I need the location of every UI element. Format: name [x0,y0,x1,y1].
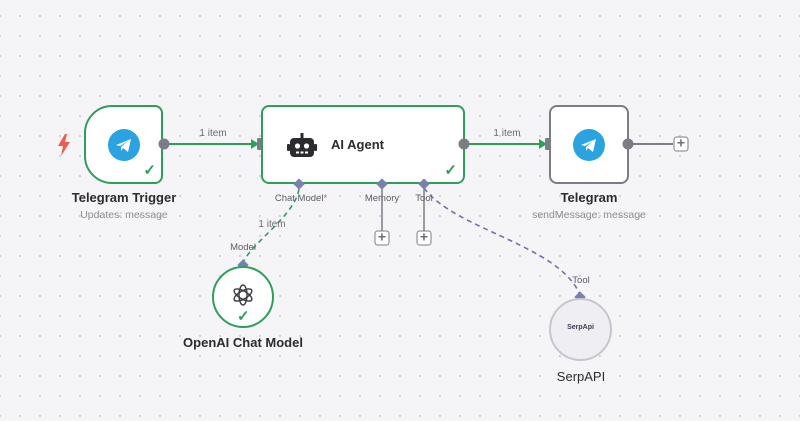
node-serpapi[interactable]: SerpApi [549,298,612,361]
edge-agent-arrow [539,139,547,149]
add-tool-button[interactable]: + [416,230,432,246]
chat-model-input-label: Chat Model* [274,193,328,204]
success-check-icon: ✓ [237,308,250,325]
edge-label-item-count: 1 item [199,128,227,139]
edge-label-item-count: 1 item [258,219,286,230]
output-handle[interactable] [158,138,170,150]
node-title: OpenAI Chat Model [183,335,303,350]
input-handle[interactable] [545,138,551,150]
tool-input-label: Tool [415,193,433,204]
node-title: Telegram Trigger [71,190,177,205]
add-node-button[interactable]: + [673,136,689,152]
node-subtitle: Updates: message [80,209,168,221]
node-subtitle: sendMessage: message [532,209,646,221]
node-telegram-trigger[interactable]: ✓ [84,105,163,184]
edge-trigger-arrow [251,139,259,149]
success-check-icon: ✓ [143,162,156,179]
node-telegram[interactable] [549,105,629,184]
serpapi-output-label: Tool [572,275,590,286]
memory-input-label: Memory [364,193,400,204]
edge-label-item-count: 1 item [493,128,521,139]
success-check-icon: ✓ [444,162,457,179]
edge-model-to-agent [242,188,300,263]
output-handle[interactable] [622,138,634,150]
required-marker: * [323,193,328,204]
add-memory-button[interactable]: + [374,230,390,246]
node-ai-agent[interactable]: AI Agent ✓ [261,105,465,184]
trigger-bolt-icon [58,134,70,156]
robot-icon [287,133,317,157]
node-title: AI Agent [331,137,384,152]
node-openai-chat-model[interactable]: ✓ [212,266,274,328]
telegram-icon [108,129,140,161]
telegram-icon [573,129,605,161]
output-handle[interactable] [458,138,470,150]
node-title: SerpAPI [556,369,606,384]
model-output-label: Model [230,242,256,253]
edge-serpapi-to-agent [423,187,581,296]
node-title: Telegram [560,190,618,205]
openai-icon [233,284,253,306]
serpapi-logo: SerpApi [567,324,594,331]
input-handle[interactable] [257,138,263,150]
